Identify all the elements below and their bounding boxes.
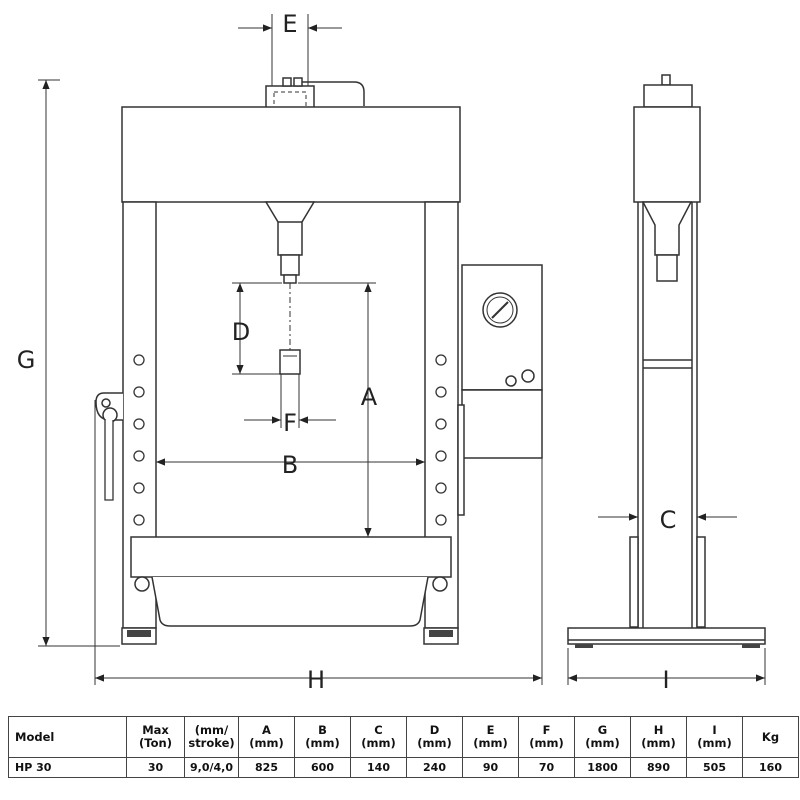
table-cell: 90: [462, 757, 519, 778]
header-cell: I(mm): [686, 716, 743, 758]
table-cell: 160: [742, 757, 799, 778]
dim-label-f: F: [283, 409, 297, 437]
dim-label-i: I: [662, 666, 669, 694]
table-cell: 70: [518, 757, 575, 778]
bed-trough: [151, 576, 429, 627]
header-cell: B(mm): [294, 716, 351, 758]
side-bed-post-right: [696, 536, 706, 628]
side-cylinder-cap: [643, 84, 693, 108]
valve-knob-icon: [505, 375, 517, 387]
table-cell: 825: [238, 757, 295, 778]
valve-box: [461, 389, 543, 459]
header-cell: A(mm): [238, 716, 295, 758]
hydraulic-hose: [302, 81, 365, 106]
table-cell: 600: [294, 757, 351, 778]
header-cell: H(mm): [630, 716, 687, 758]
side-ram: [641, 201, 693, 256]
dim-label-g: G: [17, 346, 36, 374]
spec-table-header: Model Max(Ton) (mm/stroke) A(mm) B(mm) C…: [8, 716, 799, 758]
table-cell: 140: [350, 757, 407, 778]
ram-tip: [280, 254, 300, 276]
dim-label-b: B: [282, 451, 298, 479]
dim-label-h: H: [307, 666, 325, 694]
pump-lever: [104, 420, 114, 501]
hydraulic-press-drawing: E G D A F B C H I: [17, 10, 766, 694]
valve-knob-icon-2: [521, 369, 535, 383]
leg-holes-right: [435, 354, 447, 526]
cylinder-cap: [265, 85, 315, 109]
table-cell: 1800: [574, 757, 631, 778]
header-cell: C(mm): [350, 716, 407, 758]
die-block: [279, 349, 301, 375]
table-cell: 505: [686, 757, 743, 778]
upper-beam: [121, 106, 461, 203]
table-cell: 240: [406, 757, 463, 778]
ram-cone: [264, 201, 316, 256]
table-cell: 30: [126, 757, 185, 778]
header-cell: Model: [8, 716, 127, 758]
header-cell: F(mm): [518, 716, 575, 758]
pump-stub: [282, 77, 292, 87]
header-cell: D(mm): [406, 716, 463, 758]
side-bed-post-left: [629, 536, 639, 628]
pump-stub-2: [293, 77, 303, 87]
header-cell: Max(Ton): [126, 716, 185, 758]
dimension-labels: E G D A F B C H I: [17, 10, 677, 694]
dim-label-a: A: [361, 383, 378, 411]
press-bed: [130, 536, 452, 578]
table-cell: HP 30: [8, 757, 127, 778]
table-cell: 9,0/4,0: [184, 757, 239, 778]
dim-label-c: C: [660, 506, 677, 534]
side-upper-beam: [633, 106, 701, 203]
table-cell: 890: [630, 757, 687, 778]
ram-nose: [283, 274, 297, 284]
side-base: [567, 627, 766, 645]
header-cell: G(mm): [574, 716, 631, 758]
dimension-lines: [38, 14, 766, 685]
dim-label-e: E: [282, 10, 297, 38]
header-cell: E(mm): [462, 716, 519, 758]
dim-label-d: D: [232, 318, 250, 346]
leg-holes-left: [133, 354, 145, 526]
side-view: [567, 74, 766, 648]
header-cell: (mm/stroke): [184, 716, 239, 758]
header-cell: Kg: [742, 716, 799, 758]
spec-table: Model Max(Ton) (mm/stroke) A(mm) B(mm) C…: [8, 716, 799, 778]
front-view: [95, 77, 543, 645]
table-row: HP 30 30 9,0/4,0 825 600 140 240 90 70 1…: [8, 757, 799, 778]
